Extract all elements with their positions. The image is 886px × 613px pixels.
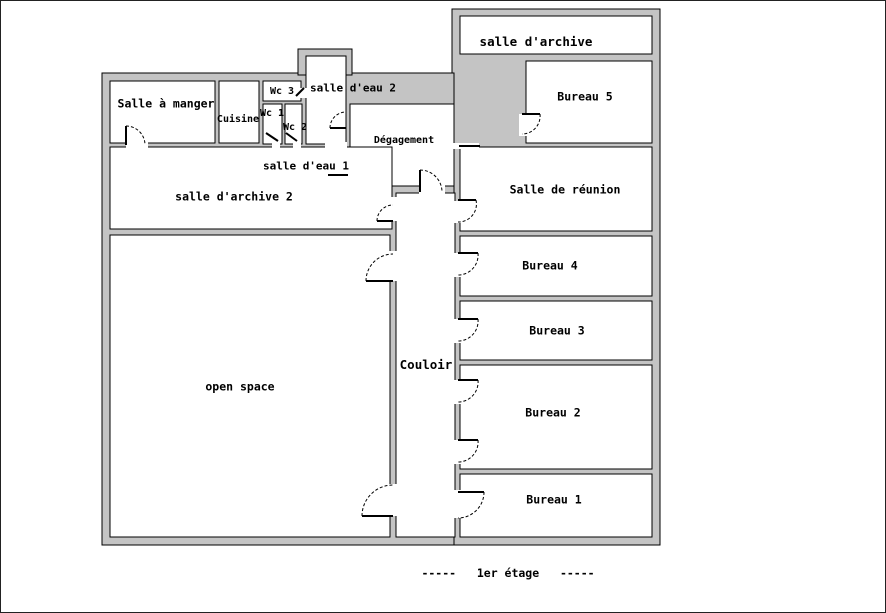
room-floors [109,15,653,538]
room-label-salle-a-manger: Salle à manger [117,96,215,111]
room-label-wc-1: Wc 1 [259,108,285,119]
room-label-bureau-5: Bureau 5 [557,89,613,104]
doors [125,87,541,519]
room-label-salle-eau-1: salle d'eau 1 [262,159,350,173]
room-label-wc-2: Wc 2 [282,122,308,133]
caption-floor-name: 1er étage [476,566,540,580]
room-label-degagement: Dégagement [373,135,435,146]
room-label-bureau-3: Bureau 3 [529,323,585,338]
room-label-salle-archive-2: salle d'archive 2 [175,189,293,204]
room-label-open-space: open space [205,379,275,394]
room-label-bureau-2: Bureau 2 [525,405,581,420]
caption-dashes-left: ----- [421,566,457,580]
room-label-cuisine: Cuisine [216,114,260,125]
room-label-salle-archive: salle d'archive [479,33,593,49]
room-label-bureau-1: Bureau 1 [526,492,582,507]
room-label-salle-reunion: Salle de réunion [509,182,621,197]
room-label-salle-eau-2: salle d'eau 2 [309,81,397,95]
room-label-couloir: Couloir [399,356,453,372]
room-label-wc-3: Wc 3 [269,86,295,97]
floor-caption: ----- 1er étage ----- [421,566,594,580]
room-label-bureau-4: Bureau 4 [522,258,578,273]
caption-dashes-right: ----- [559,566,595,580]
